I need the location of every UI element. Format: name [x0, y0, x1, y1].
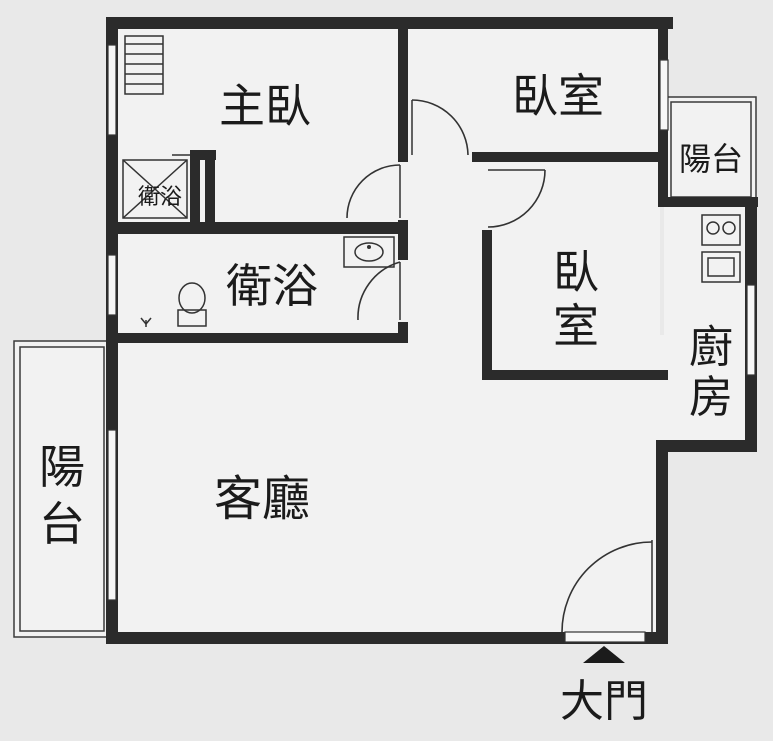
plant-icon [140, 317, 152, 327]
living-room-label: 客廳 [214, 471, 310, 527]
entrance-threshold [564, 631, 646, 643]
living-room-floor [114, 335, 664, 637]
kitchen-label-2: 房 [689, 372, 733, 423]
sink-icon [343, 236, 395, 268]
bathroom-label: 衛浴 [226, 259, 318, 313]
stove-icon [701, 214, 741, 246]
window-bath [107, 254, 117, 316]
toilet-icon [177, 282, 207, 327]
master-bedroom-label: 主臥 [219, 79, 311, 133]
door-bathroom [357, 261, 401, 321]
mid-bedroom-label-1: 臥 [553, 245, 599, 299]
door-mid-bedroom [487, 169, 546, 228]
door-master [346, 164, 401, 219]
ensuite-bath-label: 衛浴 [138, 185, 182, 210]
window-living [107, 429, 117, 601]
balcony-right-inner [670, 101, 752, 198]
balcony-left-label-2: 台 [39, 497, 85, 551]
balcony-right-label: 陽台 [679, 140, 743, 178]
balcony-left-inner [19, 346, 105, 632]
top-bedroom-label: 臥室 [512, 69, 604, 123]
mid-bedroom-label-2: 室 [553, 299, 599, 353]
shower-icon [122, 159, 188, 219]
kitchen-sink-icon [701, 251, 741, 283]
window-top-bedroom [659, 59, 669, 131]
entrance-arrow-icon [583, 646, 625, 663]
window-master [107, 44, 117, 136]
wardrobe-icon [124, 35, 164, 95]
window-kitchen [746, 284, 756, 376]
entrance-label: 大門 [560, 676, 648, 727]
hall-floor [404, 155, 484, 340]
kitchen-label-1: 廚 [689, 322, 733, 373]
door-entrance [561, 540, 653, 633]
balcony-left-label-1: 陽 [39, 440, 85, 494]
door-hall-top [411, 99, 469, 156]
top-bedroom-floor [404, 25, 666, 158]
